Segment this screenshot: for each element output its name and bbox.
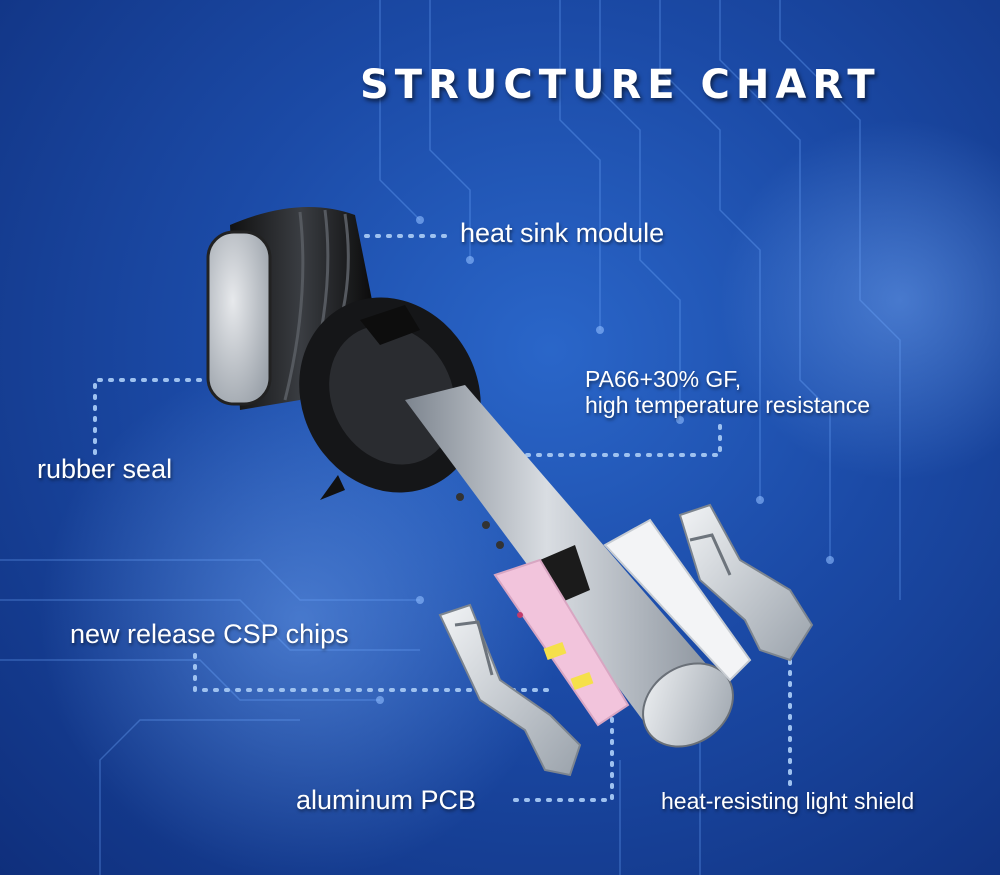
label-aluminum-pcb: aluminum PCB [296, 785, 477, 815]
aluminum-pcb [493, 558, 630, 727]
label-light-shield: heat-resisting light shield [661, 788, 915, 814]
front-clip [438, 603, 582, 777]
csp-chip [543, 641, 567, 661]
label-heat-sink-module: heat sink module [460, 218, 665, 248]
heat-resisting-light-shield [603, 503, 814, 682]
housing-base [299, 297, 481, 500]
label-housing-line1: PA66+30% GF, [585, 366, 742, 392]
leader-housing [503, 418, 722, 457]
label-housing-material: PA66+30% GF, high temperature resistance [585, 366, 870, 418]
label-rubber-seal: rubber seal [37, 454, 173, 484]
page-title: STRUCTURE CHART [360, 62, 881, 108]
leader-rubber-seal [93, 378, 224, 457]
leader-lines [93, 234, 792, 802]
leader-csp-chips [193, 653, 557, 692]
csp-chip [570, 671, 594, 691]
label-housing-line2: high temperature resistance [585, 392, 871, 418]
label-csp-chips: new release CSP chips [70, 619, 349, 649]
leader-aluminum-pcb [513, 713, 614, 802]
